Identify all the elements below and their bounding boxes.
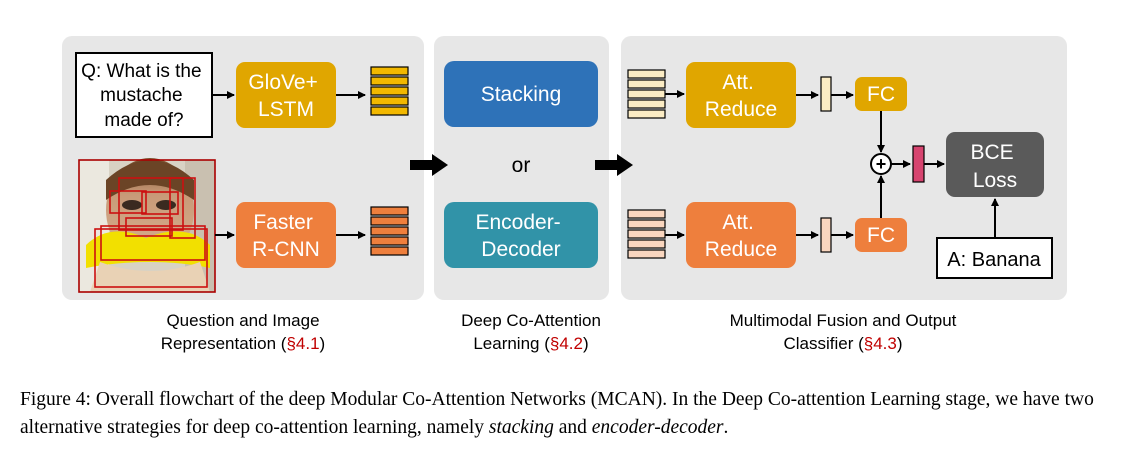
- bce-loss-line-1: BCE: [970, 141, 1013, 164]
- answer-label: A: Banana: [947, 249, 1041, 271]
- question-line-2: mustache: [100, 85, 182, 106]
- middle-panel-section-ref: §4.2: [550, 334, 583, 353]
- fused-question-stack: [627, 69, 666, 119]
- caption-encoder-decoder: encoder-decoder: [591, 417, 724, 438]
- faster-rcnn-box: [236, 202, 336, 268]
- bce-loss-line-2: Loss: [973, 169, 1017, 192]
- stacking-box: [444, 61, 598, 127]
- fc-bottom-label: FC: [867, 224, 895, 247]
- fused-image-stack: [627, 209, 666, 259]
- question-box: [75, 52, 213, 138]
- plus-sign: +: [876, 154, 887, 174]
- fc-top-label: FC: [867, 83, 895, 106]
- question-line-1: Q: What is the: [81, 61, 201, 82]
- or-label: or: [512, 154, 531, 177]
- caption-and: and: [553, 417, 592, 438]
- caption-stacking: stacking: [488, 417, 554, 438]
- svg-text:Faster R-CNN: Faster R-CNN: [252, 211, 320, 261]
- caption-end: .: [723, 417, 729, 438]
- block-arrow-middle-to-right: [595, 154, 633, 176]
- svg-text:Encoder- Decoder: Encoder- Decoder: [475, 211, 566, 261]
- block-arrow-left-to-middle: [410, 154, 448, 176]
- svg-text:Att. Reduce: Att. Reduce: [705, 71, 777, 121]
- answer-box: [936, 237, 1053, 279]
- fused-feature-vector: [912, 145, 925, 183]
- glove-lstm-line-2: LSTM: [258, 98, 314, 121]
- caption-text: Figure 4: Overall flowchart of the deep …: [20, 389, 1094, 438]
- att-reduce-top-line-2: Reduce: [705, 98, 777, 121]
- att-reduce-bottom-line-2: Reduce: [705, 238, 777, 261]
- faster-rcnn-line-1: Faster: [253, 211, 313, 234]
- right-panel-section-ref: §4.3: [864, 334, 897, 353]
- left-panel-label-line-1: Question and Image: [166, 311, 319, 330]
- stacking-label: Stacking: [481, 83, 562, 106]
- att-reduce-bottom-box: [686, 202, 796, 268]
- reduced-question-vector: [820, 76, 832, 112]
- encoder-decoder-line-2: Decoder: [481, 238, 560, 261]
- glove-lstm-line-1: GloVe+: [248, 71, 317, 94]
- fc-top-box: [855, 77, 907, 111]
- question-feature-stack: [370, 66, 409, 116]
- encoder-decoder-box: [444, 202, 598, 268]
- left-panel-section-ref: §4.1: [286, 334, 319, 353]
- middle-panel-label-line-2: Learning (§4.2): [473, 334, 588, 353]
- right-panel-label-line-1: Multimodal Fusion and Output: [730, 311, 957, 330]
- right-panel-label-line-2: Classifier (§4.3): [783, 334, 902, 353]
- faster-rcnn-line-2: R-CNN: [252, 238, 320, 261]
- att-reduce-bottom-line-1: Att.: [722, 211, 754, 234]
- region-proposal-boxes: [78, 159, 216, 293]
- att-reduce-top-box: [686, 62, 796, 128]
- reduced-image-vector: [820, 217, 832, 253]
- image-feature-stack: [370, 206, 409, 256]
- bce-loss-box: [946, 132, 1044, 197]
- svg-text:Att. Reduce: Att. Reduce: [705, 211, 777, 261]
- fc-bottom-box: [855, 218, 907, 252]
- glove-lstm-box: [236, 62, 336, 128]
- svg-text:GloVe+ LSTM: GloVe+ LSTM: [248, 71, 323, 121]
- att-reduce-top-line-1: Att.: [722, 71, 754, 94]
- encoder-decoder-line-1: Encoder-: [475, 211, 560, 234]
- left-panel-label-line-2: Representation (§4.1): [161, 334, 325, 353]
- middle-panel-label-line-1: Deep Co-Attention: [461, 311, 601, 330]
- svg-text:Q: What is the mustache: Q: What is the mustache made of?: [81, 61, 207, 131]
- question-line-3: made of?: [104, 110, 183, 131]
- figure-caption: Figure 4: Overall flowchart of the deep …: [20, 386, 1110, 442]
- svg-text:BCE Loss: BCE Loss: [970, 141, 1019, 192]
